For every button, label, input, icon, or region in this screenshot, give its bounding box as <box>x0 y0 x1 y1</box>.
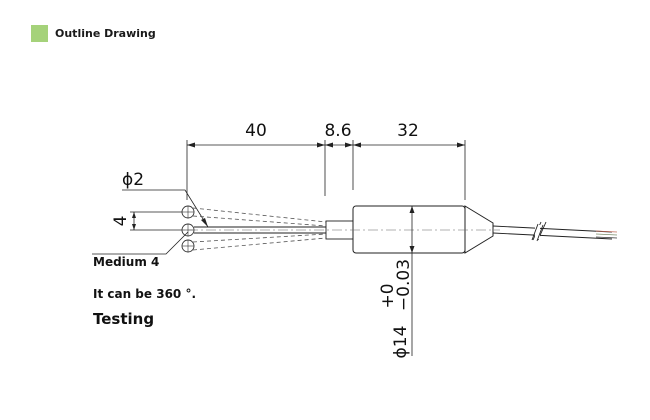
cable-wires <box>595 230 618 239</box>
tip-diameter-label: ϕ2 <box>122 170 144 190</box>
tip-offset-label: 4 <box>111 216 131 227</box>
section-title: Outline Drawing <box>55 26 156 40</box>
tip-diameter-leader <box>122 189 209 228</box>
section-marker-icon <box>31 24 48 42</box>
dimension-label-32: 32 <box>397 121 419 141</box>
section-header: Outline Drawing <box>31 24 156 42</box>
dimension-label-40: 40 <box>245 121 267 141</box>
position-label: Medium 4 <box>93 255 159 269</box>
position-leader <box>92 231 189 255</box>
stylus-alternate-positions <box>192 207 327 251</box>
tolerance-lower-label: −0.03 <box>394 259 414 311</box>
probe-taper <box>464 205 494 254</box>
body-diameter-label: ϕ14 <box>391 326 411 359</box>
tip-diameter-arrow <box>201 218 208 227</box>
testing-label: Testing <box>93 310 154 328</box>
rotation-note: It can be 360 °. <box>93 287 196 301</box>
top-dimension-arrows <box>187 142 465 148</box>
stylus-main <box>194 226 326 234</box>
probe-cable <box>492 221 613 241</box>
probe-body <box>352 205 466 254</box>
dimension-label-8-6: 8.6 <box>324 121 351 141</box>
tolerance-upper-label: +0 <box>378 283 398 308</box>
